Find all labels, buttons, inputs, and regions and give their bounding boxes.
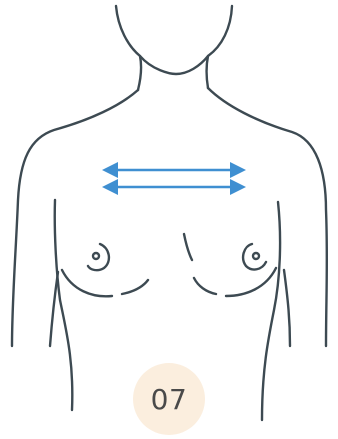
left-nipple-inner [93, 253, 99, 259]
lower-double-arrow-icon [102, 179, 246, 195]
right-breast-contour [226, 268, 276, 296]
neck-base-line [140, 56, 208, 74]
step-badge: 07 [133, 363, 205, 435]
neck-right-line [207, 6, 233, 88]
left-inner-arm-line [50, 272, 58, 346]
right-torso-side-line [262, 202, 280, 420]
left-shoulder-arm-line [12, 90, 138, 346]
left-torso-side-line [55, 200, 73, 410]
step-number: 07 [151, 383, 188, 416]
right-nipple-outer [243, 244, 266, 269]
left-breast-lower-stroke [122, 280, 148, 294]
right-shoulder-arm-line [208, 88, 327, 346]
upper-double-arrow-icon [102, 162, 246, 178]
right-inner-arm-line [284, 270, 290, 346]
neck-left-line [116, 6, 141, 90]
left-breast-contour [62, 270, 112, 296]
right-breast-lower-stroke [194, 278, 216, 294]
right-nipple-inner [253, 253, 259, 259]
sternum-line [184, 234, 192, 260]
